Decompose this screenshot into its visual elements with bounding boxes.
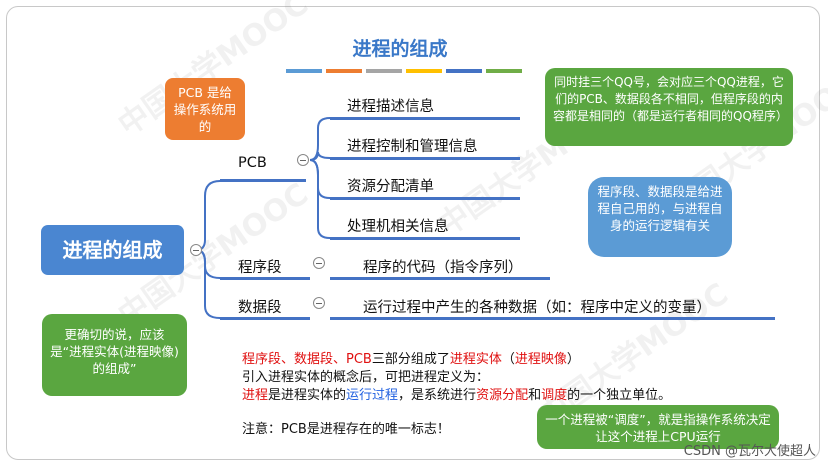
program-child[interactable]: 程序的代码（指令序列） — [363, 260, 523, 276]
text-line-3: 进程是进程实体的运行过程，是系统进行资源分配和调度的一个独立单位。 — [242, 384, 671, 403]
text-plain: ） — [566, 352, 580, 367]
text-highlight: 进程映像 — [514, 352, 567, 367]
collapse-program-icon[interactable] — [313, 257, 325, 269]
text-line-1: 程序段、数据段、PCB三部分组成了进程实体（进程映像） — [242, 348, 580, 367]
text-line-2: 引入进程实体的概念后，可把进程定义为： — [242, 370, 490, 385]
pcb-item-ctrl[interactable]: 进程控制和管理信息 — [347, 139, 478, 155]
callout-segment-note: 程序段、数据段是给进程自己用的，与进程自身的运行逻辑有关 — [588, 177, 732, 257]
callout-entity-note: 更确切的说，应该是“进程实体(进程映像)的组成” — [42, 314, 187, 396]
color-bar-segment — [366, 69, 402, 73]
color-bar-segment — [486, 69, 522, 73]
collapse-root-icon[interactable] — [190, 244, 202, 256]
callout-pcb-note: PCB 是给操作系统用的 — [165, 78, 245, 140]
text-highlight: 进程实体 — [449, 352, 502, 367]
branch-pcb-underline — [220, 179, 306, 182]
text-plain: 的一个独立单位。 — [567, 388, 672, 403]
connector-cpu — [309, 159, 331, 239]
connector-data — [195, 249, 221, 319]
text-note: 注意：PCB是进程存在的唯一标志！ — [242, 422, 450, 437]
pcb-item-cpu[interactable]: 处理机相关信息 — [347, 219, 449, 235]
pcb-item-desc[interactable]: 进程描述信息 — [347, 99, 434, 115]
branch-pcb[interactable]: PCB — [238, 155, 267, 171]
pcb-item-underline — [330, 157, 520, 160]
color-bar-segment — [406, 69, 442, 73]
data-child-underline — [330, 317, 775, 320]
pcb-item-underline — [330, 237, 520, 240]
branch-data-underline — [220, 317, 310, 320]
text-plain: ，是系统进行 — [398, 388, 477, 403]
pcb-item-underline — [330, 197, 520, 200]
page-title: 进程的组成 — [352, 38, 448, 60]
branch-program-underline — [220, 277, 310, 280]
program-child-underline — [330, 277, 550, 280]
connector-pcb — [195, 180, 232, 251]
color-bar-segment — [326, 69, 362, 73]
pcb-item-res[interactable]: 资源分配清单 — [347, 179, 434, 195]
text-highlight: 进程 — [242, 388, 269, 403]
connector-desc — [309, 117, 331, 161]
connector-ctrl — [309, 151, 331, 161]
text-plain: 三部分组成了 — [371, 352, 450, 367]
callout-schedule-note: 一个进程被“调度”，就是指操作系统决定让这个进程上CPU运行 — [537, 405, 779, 449]
footer-credit: CSDN @瓦尔大使超人 — [683, 444, 816, 459]
text-highlight: 资源分配 — [476, 388, 529, 403]
text-highlight: 程序段、数据段、PCB — [242, 352, 372, 367]
pcb-item-underline — [330, 117, 520, 120]
text-plain: 是进程实体的 — [268, 388, 347, 403]
text-highlight-blue: 运行过程 — [346, 388, 399, 403]
connector-res — [309, 159, 331, 199]
color-bar-segment — [446, 69, 482, 73]
collapse-data-icon[interactable] — [313, 297, 325, 309]
branch-data[interactable]: 数据段 — [238, 300, 282, 316]
data-child[interactable]: 运行过程中产生的各种数据（如：程序中定义的变量） — [363, 300, 711, 316]
text-plain: （ — [501, 352, 515, 367]
text-plain: 和 — [528, 388, 542, 403]
collapse-pcb-icon[interactable] — [297, 154, 309, 166]
callout-qq-note: 同时挂三个QQ号，会对应三个QQ进程，它们的PCB、数据段各不相同，但程序段的内… — [545, 68, 793, 146]
color-bar-segment — [286, 69, 322, 73]
branch-program[interactable]: 程序段 — [238, 260, 282, 276]
root-node[interactable]: 进程的组成 — [41, 225, 184, 275]
text-highlight: 调度 — [541, 388, 568, 403]
